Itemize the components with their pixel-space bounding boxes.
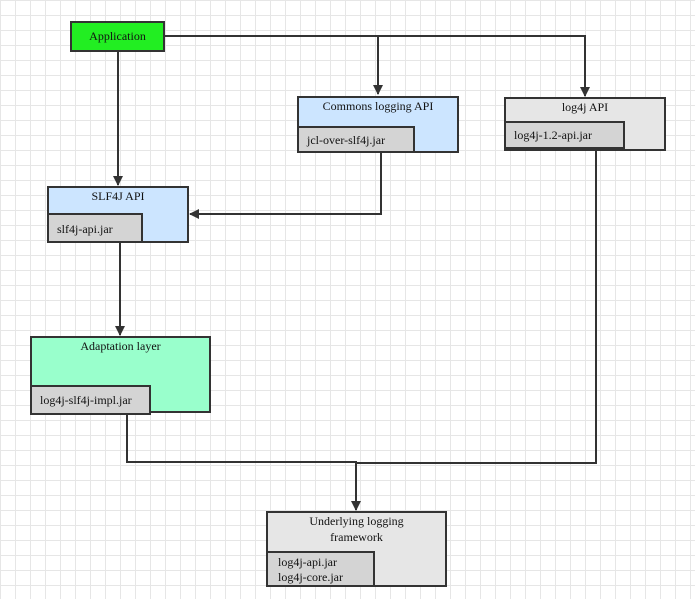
slf4j-api-jar: slf4j-api.jar: [47, 213, 143, 243]
framework-title-line2: framework: [330, 530, 383, 544]
log4j-slf4j-impl-jar: log4j-slf4j-impl.jar: [30, 385, 151, 415]
edge-log4j12-to-framework: [356, 150, 597, 464]
log4j-1-2-api-jar: log4j-1.2-api.jar: [504, 121, 625, 149]
adaptation-layer-title: Adaptation layer: [80, 339, 161, 353]
slf4j-api-node: SLF4J API slf4j-api.jar: [47, 186, 189, 243]
underlying-logging-framework-node: Underlying logging framework log4j-api.j…: [266, 511, 447, 587]
framework-jars: log4j-api.jar log4j-core.jar: [266, 551, 375, 587]
edge-adaptation-to-framework: [126, 413, 361, 511]
log4j-core-jar: log4j-core.jar: [278, 570, 343, 584]
edge-application-to-commons: [165, 35, 383, 95]
edge-application-to-log4j-api: [378, 35, 590, 97]
log4j-api-node: log4j API log4j-1.2-api.jar: [504, 97, 666, 151]
framework-title-line1: Underlying logging: [309, 514, 404, 528]
adaptation-layer-node: Adaptation layer log4j-slf4j-impl.jar: [30, 336, 211, 415]
slf4j-api-title: SLF4J API: [91, 189, 145, 203]
log4j-api-title: log4j API: [561, 100, 609, 114]
commons-logging-api-node: Commons logging API jcl-over-slf4j.jar: [297, 96, 459, 153]
jcl-over-slf4j-jar: jcl-over-slf4j.jar: [297, 126, 415, 153]
commons-logging-api-title: Commons logging API: [322, 99, 434, 113]
application-node: Application: [70, 21, 165, 52]
edge-jcl-to-slf4j: [189, 152, 382, 219]
log4j-api-jar: log4j-api.jar: [278, 555, 337, 569]
